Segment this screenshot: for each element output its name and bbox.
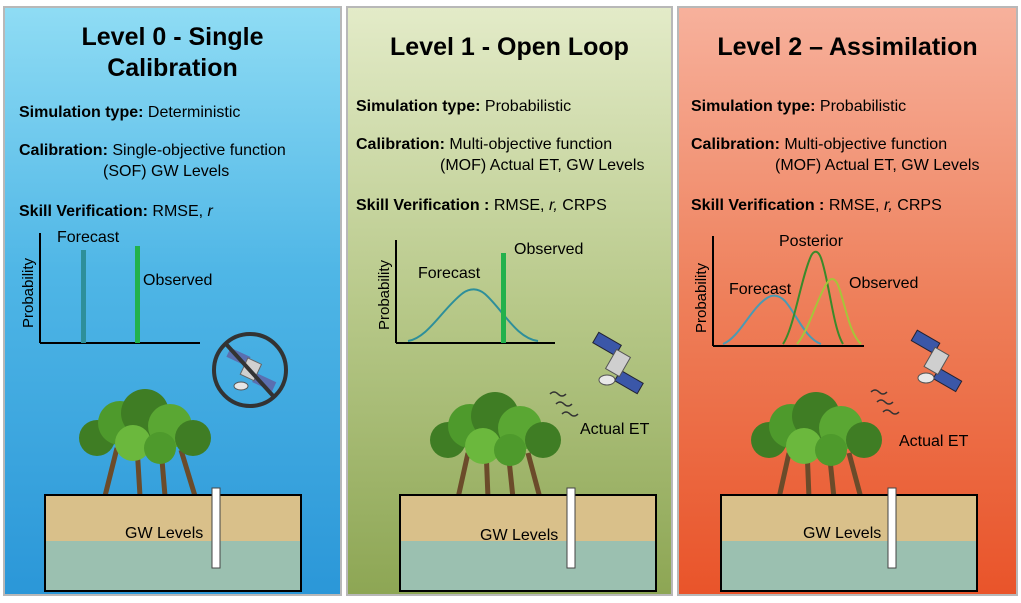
- skill-value-rmse: RMSE,: [493, 197, 545, 214]
- probability-chart: Probability Forecast Observed: [376, 240, 583, 344]
- skill-value-r: r,: [883, 197, 893, 214]
- forecast-bar: [81, 250, 86, 343]
- tree-icon: [751, 392, 882, 499]
- simulation-label: Simulation type:: [19, 104, 144, 121]
- skill-value-r: r: [207, 203, 213, 220]
- forecast-curve: [407, 288, 539, 342]
- observed-label: Observed: [514, 241, 583, 258]
- actual-et-label: Actual ET: [580, 421, 650, 438]
- probability-chart: Probability Forecast Posterior Observed: [693, 233, 918, 347]
- calibration-label: Calibration:: [19, 142, 108, 159]
- posterior-curve: [782, 250, 844, 345]
- simulation-label: Simulation type:: [691, 98, 816, 115]
- simulation-type: Simulation type: Probabilistic: [356, 96, 571, 117]
- panel-title: Level 0 - Single Calibration: [5, 22, 340, 84]
- panel-title: Level 1 - Open Loop: [348, 32, 671, 63]
- panel-2-art: Probability Forecast Posterior Observed …: [693, 233, 978, 592]
- panel-title: Level 2 – Assimilation: [679, 32, 1016, 63]
- actual-et-label: Actual ET: [899, 433, 969, 450]
- well-pipe-icon: [887, 487, 897, 569]
- panel-level-2: Level 2 – Assimilation Simulation type: …: [677, 6, 1018, 596]
- forecast-label: Forecast: [729, 281, 792, 298]
- calibration-value-2: (MOF) Actual ET, GW Levels: [775, 157, 980, 174]
- forecast-curve: [722, 294, 822, 345]
- simulation-label: Simulation type:: [356, 98, 481, 115]
- et-wave-icon: [549, 391, 579, 417]
- skill-value-rmse: RMSE,: [152, 203, 204, 220]
- calibration-value-1: Multi-objective function: [449, 136, 613, 153]
- title-line-1: Level 0 - Single: [81, 23, 264, 51]
- gw-levels-label: GW Levels: [480, 527, 558, 544]
- well-pipe-icon: [566, 487, 576, 569]
- skill-value-crps: CRPS: [897, 197, 942, 214]
- calibration: Calibration: Multi-objective function (M…: [356, 134, 644, 176]
- groundwater-box: GW Levels: [44, 487, 302, 592]
- skill-verification: Skill Verification: RMSE, r: [19, 201, 213, 222]
- y-axis-label: Probability: [376, 259, 393, 330]
- panel-level-0: Level 0 - Single Calibration Simulation …: [3, 6, 342, 596]
- title-line-1: Level 2 – Assimilation: [717, 33, 978, 61]
- title-line-2: Calibration: [107, 54, 238, 82]
- forecast-label: Forecast: [418, 265, 481, 282]
- calibration: Calibration: Multi-objective function (M…: [691, 134, 979, 176]
- y-axis-label: Probability: [20, 257, 37, 328]
- panel-1-art: Probability Forecast Observed Actual ET: [376, 240, 657, 592]
- groundwater-box: GW Levels: [720, 487, 978, 592]
- posterior-label: Posterior: [779, 233, 844, 250]
- no-satellite-icon: [212, 332, 288, 408]
- simulation-value: Probabilistic: [819, 98, 907, 115]
- simulation-value: Probabilistic: [484, 98, 572, 115]
- observed-curve: [796, 278, 862, 345]
- skill-label: Skill Verification :: [356, 197, 490, 214]
- skill-value-rmse: RMSE,: [828, 197, 880, 214]
- calibration-value-1: Single-objective function: [112, 142, 286, 159]
- skill-label: Skill Verification:: [19, 203, 148, 220]
- forecast-label: Forecast: [57, 229, 120, 246]
- satellite-icon: [910, 329, 963, 393]
- skill-value-crps: CRPS: [562, 197, 607, 214]
- tree-icon: [430, 392, 561, 499]
- skill-verification: Skill Verification : RMSE, r, CRPS: [356, 195, 607, 216]
- calibration-value-2: (SOF) GW Levels: [103, 163, 230, 180]
- skill-verification: Skill Verification : RMSE, r, CRPS: [691, 195, 942, 216]
- probability-chart: Probability Forecast Observed: [20, 229, 212, 344]
- observed-bar: [135, 246, 140, 343]
- y-axis-label: Probability: [693, 262, 710, 333]
- gw-levels-label: GW Levels: [125, 525, 203, 542]
- observed-label: Observed: [849, 275, 918, 292]
- simulation-type: Simulation type: Probabilistic: [691, 96, 906, 117]
- title-line-1: Level 1 - Open Loop: [390, 33, 629, 61]
- panel-0-art: Probability Forecast Observed: [20, 229, 302, 592]
- simulation-value: Deterministic: [147, 104, 241, 121]
- calibration-value-1: Multi-objective function: [784, 136, 948, 153]
- observed-label: Observed: [143, 272, 212, 289]
- calibration: Calibration: Single-objective function (…: [19, 140, 286, 182]
- calibration-label: Calibration:: [356, 136, 445, 153]
- well-pipe-icon: [211, 487, 221, 569]
- calibration-label: Calibration:: [691, 136, 780, 153]
- gw-levels-label: GW Levels: [803, 525, 881, 542]
- et-wave-icon: [870, 389, 900, 415]
- satellite-icon: [592, 331, 644, 395]
- skill-value-r: r,: [548, 197, 558, 214]
- groundwater-box: GW Levels: [399, 487, 657, 592]
- skill-label: Skill Verification :: [691, 197, 825, 214]
- calibration-value-2: (MOF) Actual ET, GW Levels: [440, 157, 645, 174]
- observed-bar: [501, 253, 506, 343]
- panel-level-1: Level 1 - Open Loop Simulation type: Pro…: [346, 6, 673, 596]
- simulation-type: Simulation type: Deterministic: [19, 102, 240, 123]
- tree-icon: [79, 389, 211, 497]
